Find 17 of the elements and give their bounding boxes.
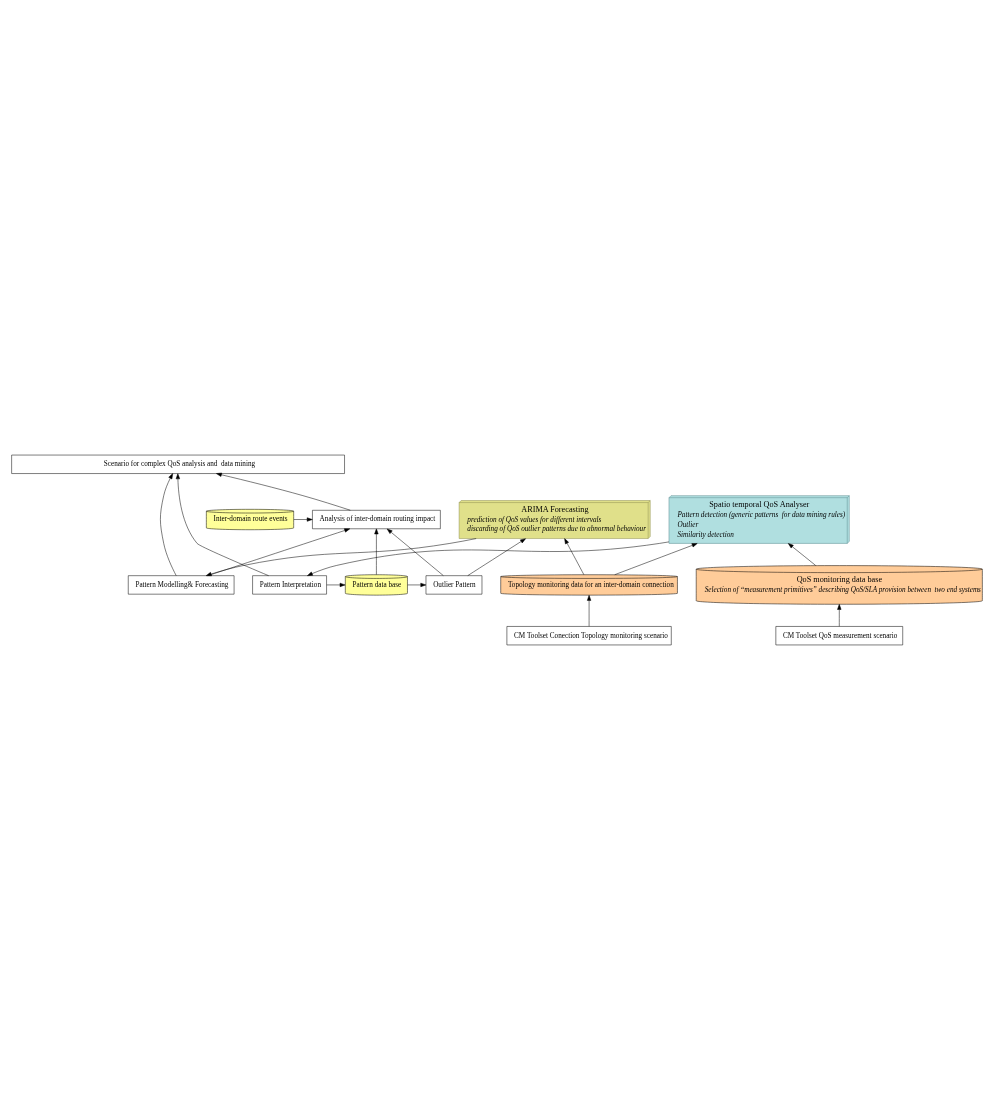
arrow <box>787 542 816 566</box>
arrow <box>159 472 176 576</box>
arrow <box>205 537 476 576</box>
arrow <box>563 537 584 575</box>
arrow <box>292 516 313 522</box>
arrow <box>215 472 351 510</box>
arrow <box>206 527 350 576</box>
arrow <box>386 528 444 576</box>
arrow <box>175 472 269 576</box>
arrow <box>406 582 426 587</box>
arrow <box>836 603 841 627</box>
arrow <box>467 537 526 576</box>
arrow <box>325 582 345 587</box>
arrow <box>586 594 591 627</box>
arrow <box>613 542 697 575</box>
arrow <box>306 541 669 576</box>
arrow <box>373 528 378 575</box>
